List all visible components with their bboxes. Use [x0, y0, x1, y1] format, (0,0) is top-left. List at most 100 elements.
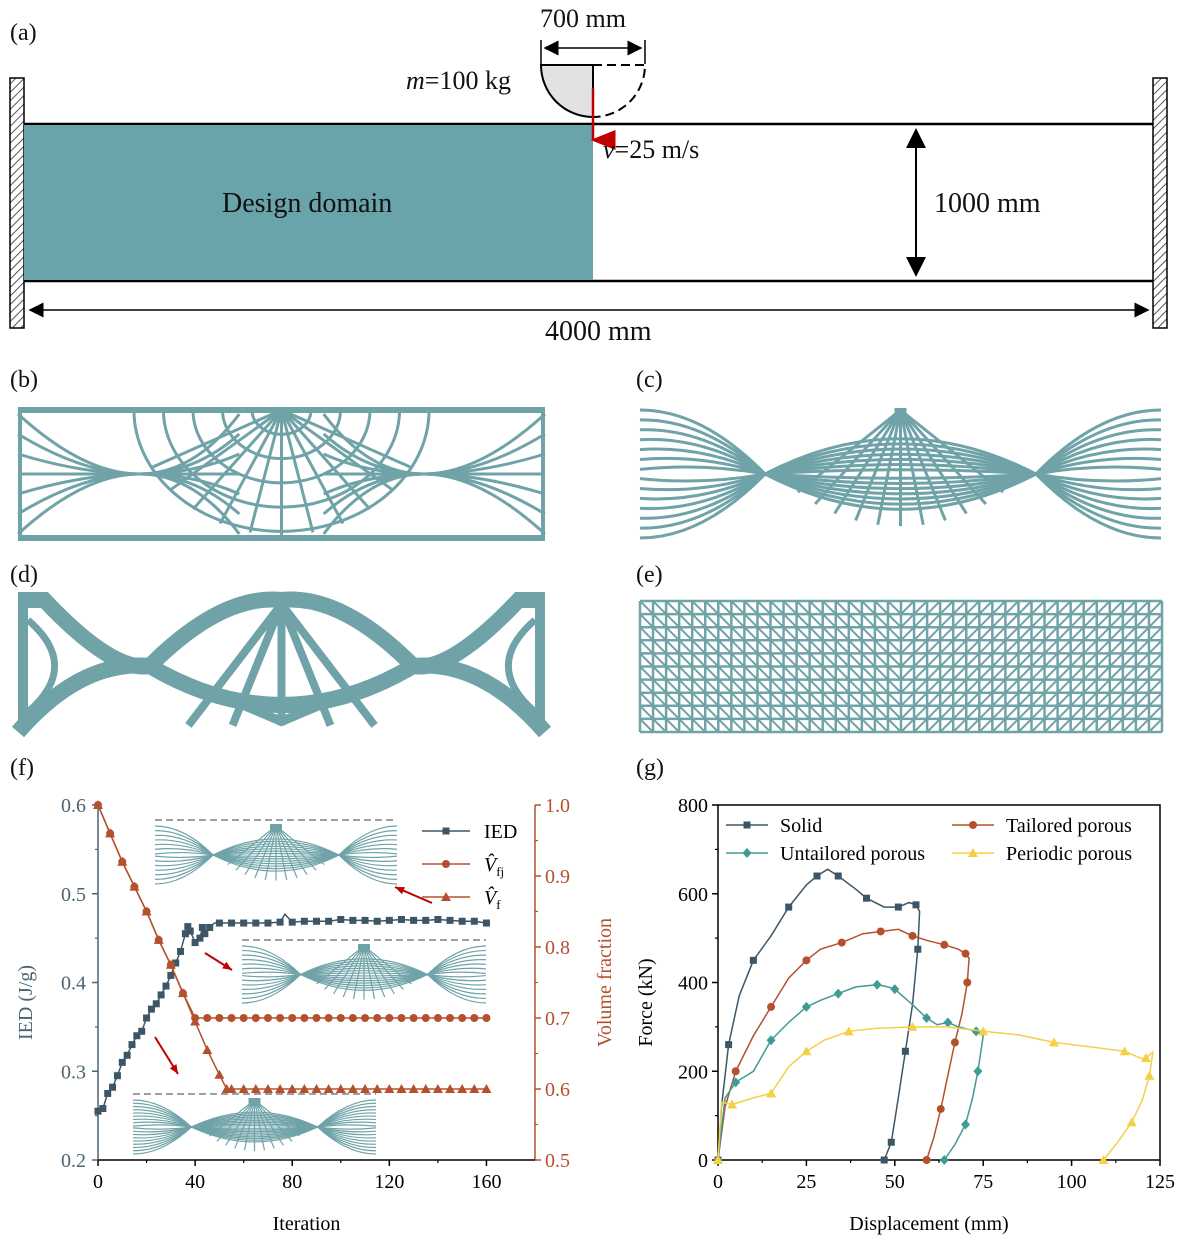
data-point: [725, 1041, 733, 1049]
panel-label-a: (a): [10, 20, 37, 46]
data-point: [324, 1014, 333, 1022]
data-point: [963, 978, 972, 987]
panel-label-d: (d): [10, 562, 38, 588]
series-untailored-porous: [713, 979, 985, 1165]
legend-label-vfj: V̂fj: [484, 853, 504, 879]
data-point: [1140, 1052, 1151, 1062]
data-point: [181, 930, 189, 938]
data-point: [361, 1014, 370, 1022]
data-point: [239, 1014, 248, 1022]
data-point: [863, 894, 871, 902]
data-point: [153, 934, 164, 944]
data-point: [1048, 1037, 1059, 1047]
data-point: [177, 947, 185, 955]
data-point: [228, 919, 236, 927]
structure-images: [11, 407, 1164, 738]
data-point: [288, 918, 296, 926]
structure-e: [638, 599, 1164, 734]
data-point: [275, 1084, 286, 1093]
data-point: [434, 915, 442, 923]
legend-marker: [968, 848, 978, 857]
y-right-tick-label: 0.6: [545, 1079, 570, 1101]
design-domain: [24, 125, 593, 280]
data-point: [276, 1014, 285, 1022]
y-left-tick-label: 0.5: [61, 884, 86, 906]
data-point: [128, 1041, 136, 1049]
data-point: [458, 1014, 467, 1022]
y-axis-label: Force (kN): [635, 958, 657, 1046]
data-point: [943, 1017, 953, 1028]
data-point: [349, 916, 357, 924]
data-point: [422, 916, 430, 924]
data-point: [397, 915, 405, 923]
data-point: [785, 903, 793, 911]
legend-marker: [441, 892, 451, 901]
data-point: [458, 917, 466, 925]
data-point: [113, 1072, 121, 1080]
x-tick-label: 50: [885, 1171, 905, 1193]
x-tick-label: 120: [374, 1171, 404, 1193]
legend-marker: [442, 827, 450, 835]
data-point: [481, 1084, 492, 1093]
data-point: [252, 919, 260, 927]
data-point: [446, 1014, 455, 1022]
data-point: [749, 956, 757, 964]
data-point: [469, 1084, 480, 1093]
data-point: [240, 919, 248, 927]
data-point: [250, 1084, 261, 1093]
data-point: [238, 1084, 249, 1093]
data-point: [901, 1047, 909, 1055]
domain-label: Design domain: [222, 188, 393, 219]
data-point: [336, 1014, 345, 1022]
data-point: [843, 1026, 854, 1036]
data-point: [961, 1119, 971, 1130]
data-point: [950, 1038, 959, 1047]
data-point: [432, 1084, 443, 1093]
y-left-tick-label: 0.4: [61, 973, 86, 995]
data-point: [94, 1107, 102, 1115]
data-point: [801, 1046, 812, 1056]
y-tick-label: 0: [698, 1150, 708, 1172]
data-point: [276, 918, 284, 926]
structure-d: [11, 591, 552, 738]
data-point: [907, 1021, 918, 1031]
x-tick-label: 80: [282, 1171, 302, 1193]
data-point: [420, 1084, 431, 1093]
data-point: [713, 1155, 723, 1164]
x-tick-label: 100: [1057, 1171, 1087, 1193]
data-point: [138, 1027, 146, 1035]
data-point: [834, 872, 842, 880]
x-tick-label: 25: [796, 1171, 816, 1193]
y-tick-label: 200: [678, 1061, 708, 1083]
data-point: [433, 1014, 442, 1022]
series-tailored-porous: [714, 927, 972, 1164]
data-point: [801, 1001, 811, 1012]
y-right-tick-label: 0.7: [545, 1008, 570, 1030]
data-point: [482, 919, 490, 927]
data-point: [766, 1088, 777, 1098]
data-point: [887, 1138, 895, 1146]
data-point: [165, 959, 176, 969]
series-line: [717, 928, 970, 1161]
data-point: [833, 988, 843, 999]
y-tick-label: 800: [678, 795, 708, 817]
data-point: [482, 1014, 491, 1022]
data-point: [215, 919, 223, 927]
series-line: [97, 804, 487, 1019]
data-point: [186, 927, 194, 935]
data-point: [971, 1026, 981, 1037]
data-point: [143, 1014, 151, 1022]
legend-marker: [743, 821, 751, 829]
data-point: [372, 1084, 383, 1093]
series-circle: [94, 801, 491, 1022]
data-point: [264, 919, 272, 927]
velocity-label: v=25 m/s: [603, 135, 700, 164]
data-point: [335, 1084, 346, 1093]
data-point: [978, 1026, 989, 1036]
height-label: 1000 mm: [934, 188, 1041, 219]
data-point: [922, 1156, 931, 1164]
y-left-axis-label: IED (J/g): [15, 965, 37, 1040]
data-point: [470, 917, 478, 925]
